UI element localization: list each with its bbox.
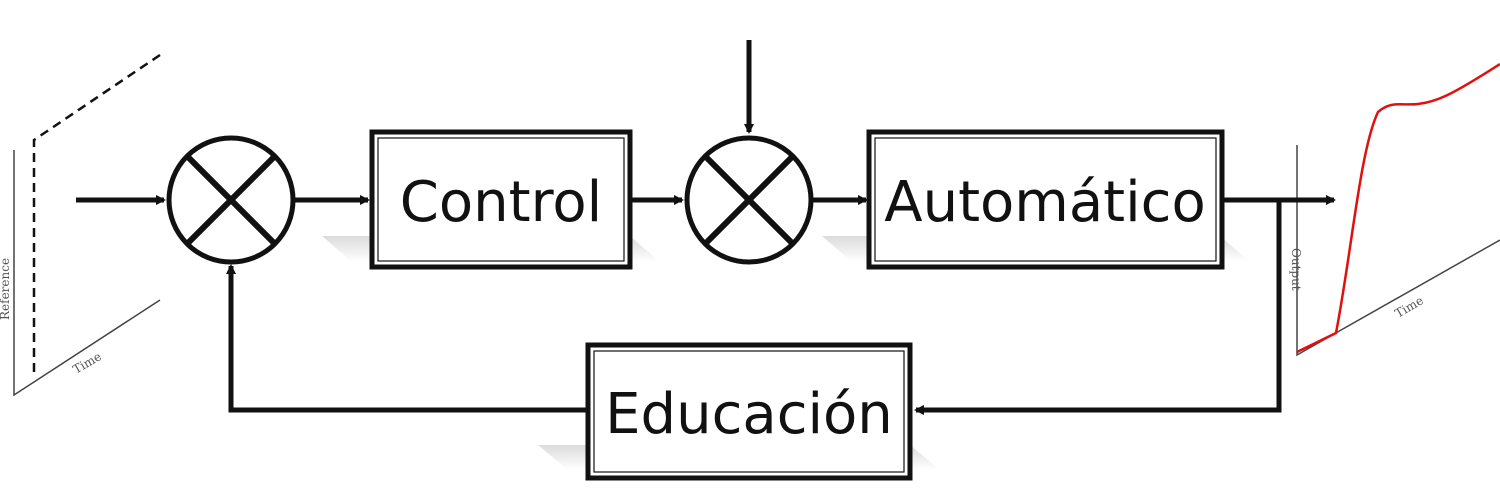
output-plot-axes <box>1296 145 1500 357</box>
control-block: Control <box>369 129 633 270</box>
output-signal <box>1296 62 1500 354</box>
reference-signal <box>32 53 161 372</box>
input-plot-y-label: Reference <box>0 258 12 320</box>
input-plot-x-label: Time <box>71 349 104 376</box>
input-plot: Reference Time <box>0 53 161 397</box>
summing-junction-1 <box>166 135 296 265</box>
signal-lines <box>76 40 1336 415</box>
input-plot-axes <box>13 150 161 397</box>
plant-block: Automático <box>866 129 1225 270</box>
output-plot-y-label: Output <box>1289 248 1303 291</box>
feedback-path-in <box>914 200 1282 415</box>
output-plot: Output Time <box>1289 62 1500 357</box>
feedback-block-label: Educación <box>605 382 893 447</box>
control-block-label: Control <box>400 170 602 235</box>
feedback-block: Educación <box>585 342 913 481</box>
plant-block-label: Automático <box>884 170 1205 235</box>
summing-junction-2 <box>684 135 814 265</box>
feedback-path-out <box>226 264 588 413</box>
